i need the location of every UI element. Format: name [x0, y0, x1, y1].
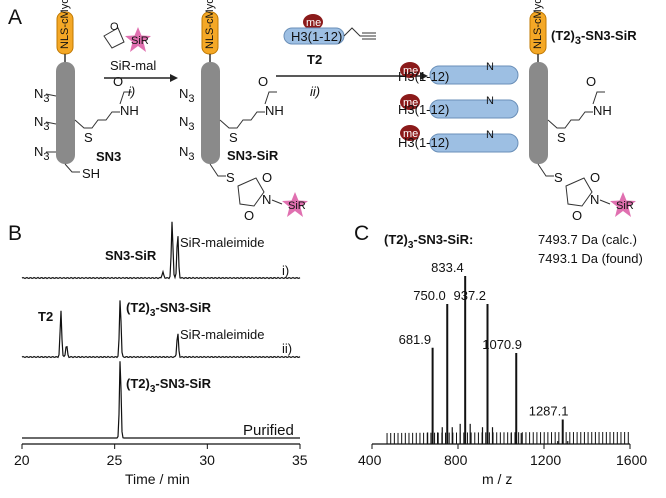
svg-text:N3: N3 [179, 86, 195, 105]
sn3-label: SN3 [96, 149, 121, 164]
ms-peak-label: 750.0 [413, 288, 446, 303]
svg-text:ii): ii) [310, 84, 320, 99]
hplc-trace-i [21, 221, 301, 280]
svg-text:O: O [113, 74, 123, 89]
product-label: (T2)3-SN3-SiR [551, 28, 637, 47]
ms-tick-label: 400 [358, 452, 382, 468]
svg-text:S: S [554, 170, 563, 185]
svg-text:N3: N3 [179, 144, 195, 163]
product-molecule: NLS-cMyc me H3(1-12) N me H3(1-12) N me … [398, 0, 637, 223]
reaction-arrow-1: O SiR SiR-mal i) [103, 21, 178, 99]
ms-title: (T2)3-SN3-SiR: [384, 232, 473, 251]
ms-peak-labels: 681.9 750.0 833.4 937.2 1070.9 1287.1 [399, 260, 569, 419]
ms-peak-label: 681.9 [399, 332, 432, 347]
svg-text:i): i) [128, 84, 135, 99]
clicked-peptide-2: me H3(1-12) N [398, 94, 519, 119]
peak-label-t2: T2 [38, 309, 53, 324]
svg-text:N3: N3 [34, 144, 50, 163]
svg-text:O: O [258, 74, 268, 89]
ms-x-ticks: 400 800 1200 1600 [358, 444, 647, 468]
svg-text:SiR: SiR [616, 200, 634, 212]
peptide-backbone-1 [56, 62, 75, 164]
hplc-x-title: Time / min [125, 471, 190, 487]
svg-text:H3(1-12): H3(1-12) [398, 135, 449, 150]
svg-text:H3(1-12): H3(1-12) [398, 69, 449, 84]
svg-text:SiR-mal: SiR-mal [110, 58, 156, 73]
svg-text:NLS-cMyc: NLS-cMyc [204, 0, 216, 49]
svg-text:me: me [306, 17, 321, 29]
svg-text:N: N [590, 192, 599, 207]
ms-x-title: m / z [482, 471, 512, 487]
svg-text:N: N [486, 95, 494, 107]
ms-chart: (T2)3-SN3-SiR: 7493.7 Da (calc.) 7493.1 … [358, 232, 647, 487]
hplc-tick-label: 20 [14, 452, 30, 468]
panel-b-label: B [8, 222, 22, 245]
svg-text:O: O [590, 170, 600, 185]
ms-peak-label: 937.2 [453, 288, 486, 303]
peak-label-sn3-sir: SN3-SiR [105, 248, 157, 263]
sn3-sir-label: SN3-SiR [227, 148, 279, 163]
ms-tick-label: 1600 [616, 452, 647, 468]
svg-text:N3: N3 [34, 114, 50, 133]
ms-peak-label: 833.4 [431, 260, 464, 275]
clicked-peptide-3: me H3(1-12) N [398, 125, 519, 153]
svg-text:me: me [403, 128, 418, 140]
t2-label: T2 [307, 52, 322, 67]
ms-found-mass: 7493.1 Da (found) [538, 251, 643, 266]
svg-text:O: O [244, 208, 254, 223]
t2-reagent: me H3(1-12) T2 ii) [276, 14, 428, 99]
peak-label-product-purified: (T2)3-SN3-SiR [126, 376, 212, 395]
hplc-tick-label: 30 [199, 452, 215, 468]
hplc-trace-ii [21, 300, 301, 359]
svg-text:S: S [226, 170, 235, 185]
svg-text:N: N [262, 192, 271, 207]
ms-peaks [386, 276, 629, 444]
panel-c-label: C [354, 222, 369, 245]
svg-text:N: N [486, 129, 494, 141]
svg-text:S: S [557, 130, 566, 145]
svg-text:O: O [586, 74, 596, 89]
trace-label-ii: ii) [282, 341, 292, 356]
hplc-tick-label: 35 [292, 452, 308, 468]
svg-text:H3(1-12): H3(1-12) [398, 102, 449, 117]
hplc-tick-label: 25 [107, 452, 123, 468]
svg-text:me: me [403, 97, 418, 109]
clicked-peptide-1: me H3(1-12) N [398, 61, 519, 85]
hplc-trace-purified [22, 361, 300, 439]
trace-label-purified: Purified [243, 422, 294, 439]
hplc-x-ticks: 20 25 30 35 [14, 444, 308, 468]
trace-label-i: i) [282, 263, 289, 278]
svg-text:SiR: SiR [288, 200, 306, 212]
ms-tick-label: 800 [444, 452, 468, 468]
svg-text:O: O [262, 170, 272, 185]
sn3-sir-molecule: NLS-cMyc N3 N3 N3 S NH O SN3-SiR S O O N… [179, 0, 308, 223]
svg-text:NLS-cMyc: NLS-cMyc [532, 0, 544, 49]
peak-label-sir-maleimide-2: SiR-maleimide [180, 327, 265, 342]
peak-label-product-ii: (T2)3-SN3-SiR [126, 300, 212, 319]
svg-text:SH: SH [82, 166, 100, 181]
svg-text:O: O [110, 21, 119, 33]
svg-text:S: S [84, 130, 93, 145]
svg-text:me: me [403, 65, 418, 77]
sn3-molecule: NLS-cMyc N3 N3 N3 S NH O SH SN3 [34, 0, 139, 181]
svg-text:O: O [572, 208, 582, 223]
hplc-chart: SN3-SiR SiR-maleimide i) T2 (T2)3-SN3-Si… [14, 221, 308, 487]
ms-calc-mass: 7493.7 Da (calc.) [538, 232, 637, 247]
ms-peak-label: 1070.9 [482, 337, 522, 352]
peak-label-sir-maleimide-1: SiR-maleimide [180, 235, 265, 250]
svg-text:N3: N3 [34, 86, 50, 105]
svg-text:NH: NH [593, 103, 612, 118]
panel-a-label: A [8, 6, 22, 29]
svg-text:N: N [486, 61, 494, 73]
svg-text:N3: N3 [179, 114, 195, 133]
ms-tick-label: 1200 [530, 452, 561, 468]
svg-text:H3(1-12): H3(1-12) [291, 29, 342, 44]
ms-peak-label: 1287.1 [529, 404, 569, 419]
svg-text:S: S [229, 130, 238, 145]
svg-text:NH: NH [265, 103, 284, 118]
svg-text:SiR: SiR [131, 35, 149, 47]
svg-text:NH: NH [120, 103, 139, 118]
nls-label-1: NLS-cMyc [59, 0, 71, 49]
